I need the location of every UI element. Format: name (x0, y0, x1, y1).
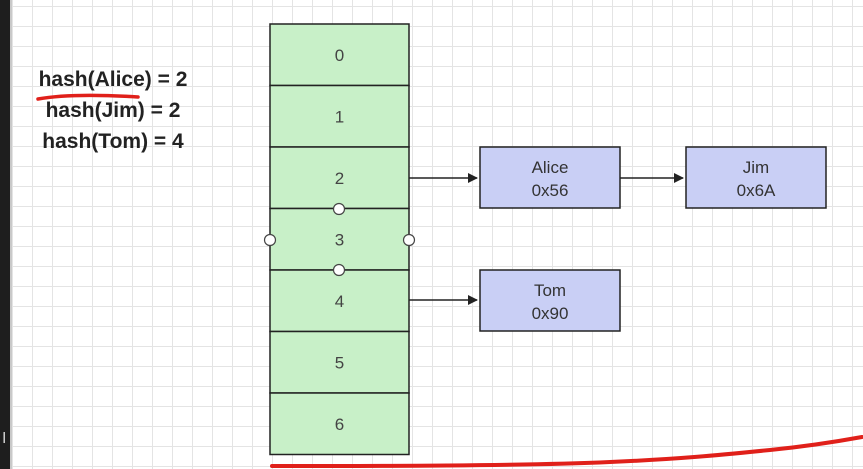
bucket-0: 0 (269, 23, 410, 87)
bucket-6: 6 (269, 392, 410, 456)
diagram-canvas (10, 0, 863, 469)
handle-top[interactable] (332, 202, 346, 216)
node-alice: Alice 0x56 (479, 146, 621, 209)
selection-handles[interactable] (263, 202, 416, 277)
bucket-array: 0 1 2 3 4 5 6 (269, 23, 410, 456)
bucket-2: 2 (269, 146, 410, 210)
node-tom: Tom 0x90 (479, 269, 621, 332)
handle-right[interactable] (402, 233, 416, 247)
bucket-index-label: 1 (335, 107, 344, 126)
node-jim-addr: 0x6A (737, 181, 776, 200)
bucket-index-label: 4 (335, 292, 344, 311)
node-tom-name: Tom (534, 281, 566, 300)
node-alice-name: Alice (532, 158, 569, 177)
bucket-5: 5 (269, 330, 410, 394)
bucket-1: 1 (269, 84, 410, 148)
hash-alice-label: hash(Alice) = 2 (38, 68, 188, 91)
red-underline (36, 93, 140, 101)
bucket-index-label: 2 (335, 169, 344, 188)
node-tom-addr: 0x90 (532, 304, 569, 323)
handle-left[interactable] (263, 233, 277, 247)
bucket-index-label: 5 (335, 353, 344, 372)
red-scribble (270, 435, 863, 468)
bucket-cell (269, 330, 410, 394)
hash-tom-label: hash(Tom) = 4 (42, 130, 184, 153)
bucket-index-label: 6 (335, 415, 344, 434)
bucket-cell (269, 23, 410, 87)
corner-mark: I (2, 430, 7, 447)
node-alice-addr: 0x56 (532, 181, 569, 200)
bucket-cell (269, 392, 410, 456)
bucket-index-label: 3 (335, 230, 344, 249)
node-jim: Jim 0x6A (685, 146, 827, 209)
bucket-4: 4 (269, 269, 410, 333)
handle-bottom[interactable] (332, 263, 346, 277)
bucket-index-label: 0 (335, 46, 344, 65)
hash-jim-label: hash(Jim) = 2 (45, 99, 181, 122)
node-jim-name: Jim (743, 158, 769, 177)
bucket-3: 3 (269, 207, 410, 271)
